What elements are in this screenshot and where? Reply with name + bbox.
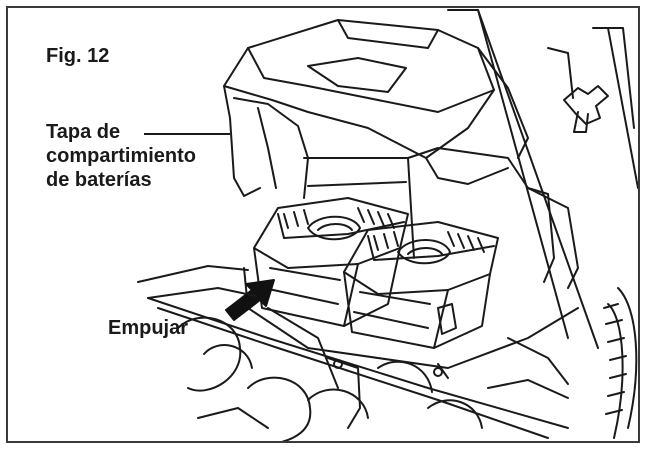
battery-left	[253, 197, 409, 327]
push-arrow-icon	[225, 279, 275, 321]
figure-frame: Fig. 12 Tapa de compartimiento de baterí…	[6, 6, 640, 443]
callout-leader-line	[144, 133, 230, 135]
battery-right	[343, 221, 499, 349]
figure-label: Fig. 12	[46, 45, 110, 67]
battery-compartment-cover	[223, 19, 529, 199]
knob-icon	[563, 85, 609, 133]
callout-line-3: de baterías	[46, 169, 152, 191]
wheel-right	[603, 287, 638, 439]
battery-cover-callout: Tapa de compartimiento de baterías	[46, 120, 196, 192]
auger-assembly	[137, 265, 569, 441]
callout-line-2: compartimiento	[46, 145, 197, 167]
battery-compartment-illustration	[137, 9, 638, 441]
handle-frame	[447, 9, 638, 349]
push-label: Empujar	[108, 317, 189, 339]
callout-line-1: Tapa de	[46, 121, 121, 143]
